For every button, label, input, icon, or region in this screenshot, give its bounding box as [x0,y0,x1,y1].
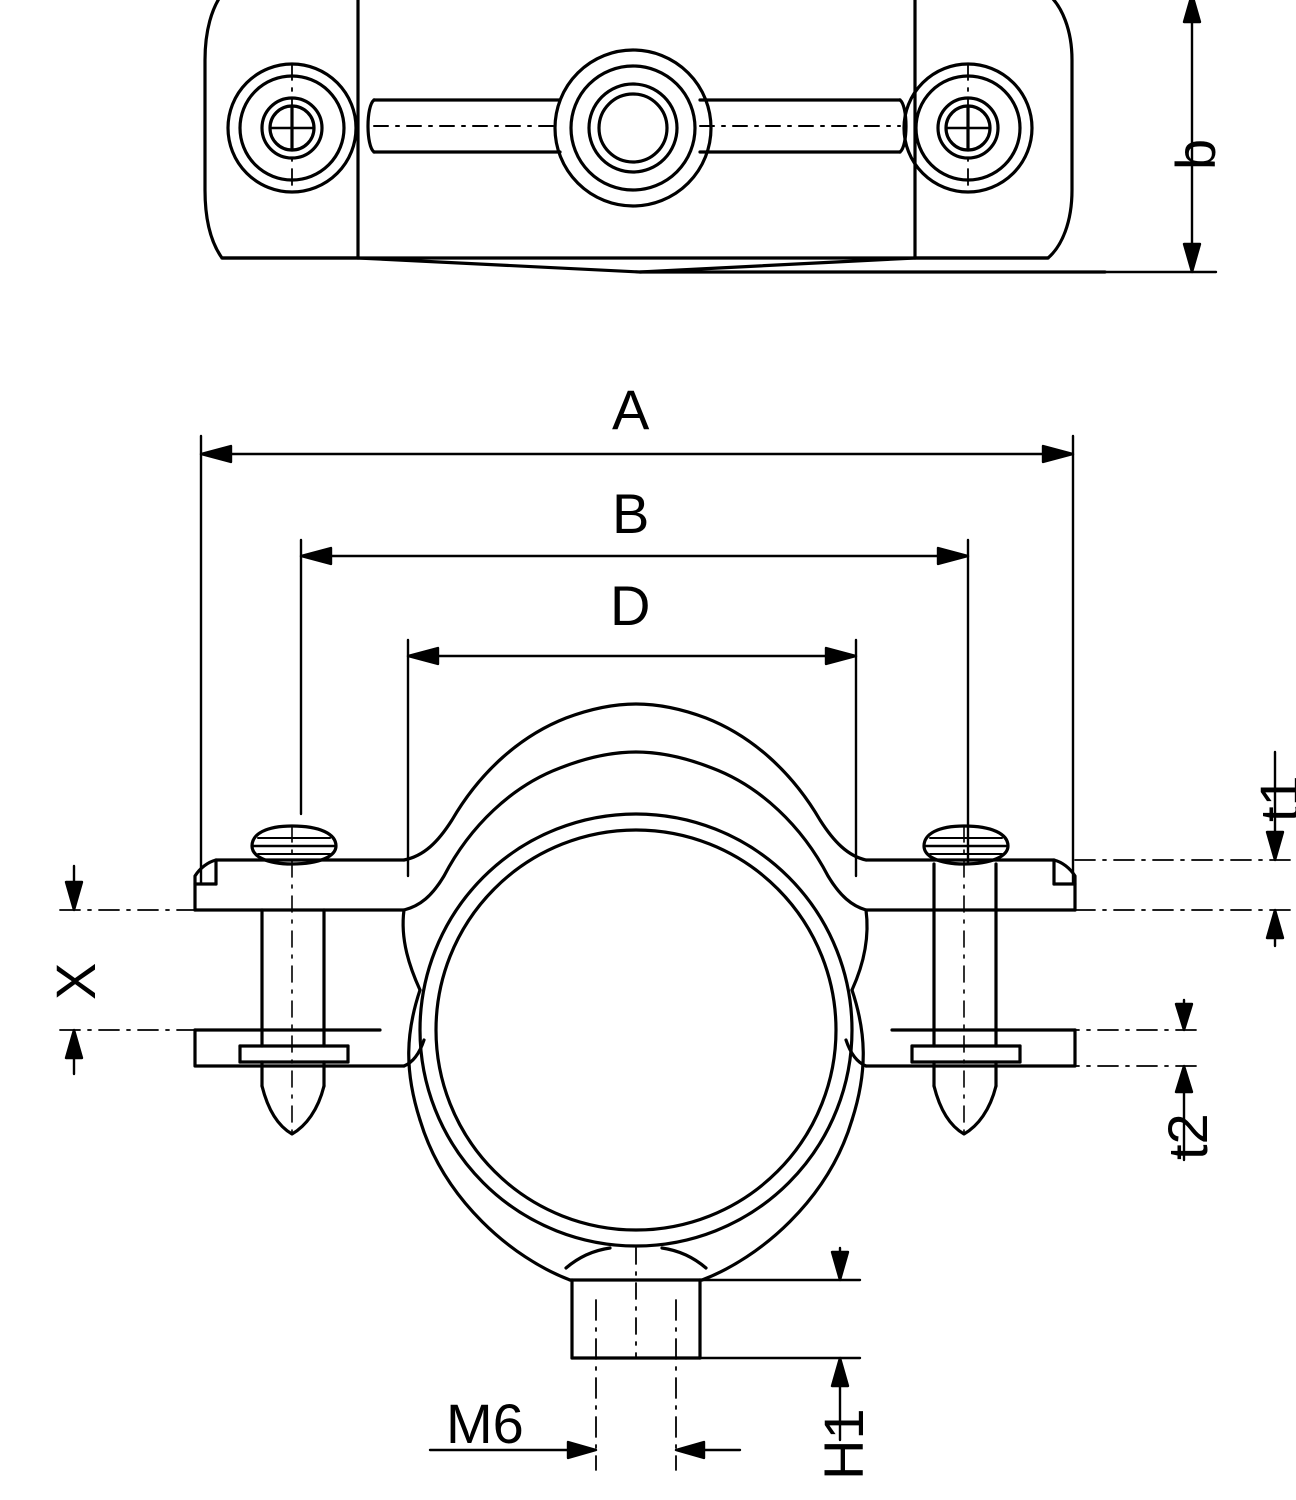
dimension-label-A: A [612,378,650,441]
dimension-label-M6: M6 [446,1392,524,1455]
dimension-b [1103,0,1218,274]
dimension-label-t2: t2 [1156,1113,1219,1160]
dimension-label-b: b [1164,138,1227,170]
dimension-t1 [1074,750,1291,948]
dimension-label-B: B [612,482,650,545]
dimension-label-t1: t1 [1248,775,1296,822]
dimension-label-D: D [610,574,651,637]
dimension-X [59,864,196,1076]
dimension-label-X: X [44,962,107,1000]
dimension-B [299,538,970,866]
dimension-M6 [428,1299,742,1471]
dimension-t2 [1019,998,1201,1162]
dimension-D [406,638,858,878]
dimension-label-H1: H1 [812,1408,875,1480]
dimension-A [199,434,1075,886]
front-view-geometry [193,702,1077,1360]
dimension-H1 [698,1246,862,1442]
top-view-geometry [203,0,1107,274]
